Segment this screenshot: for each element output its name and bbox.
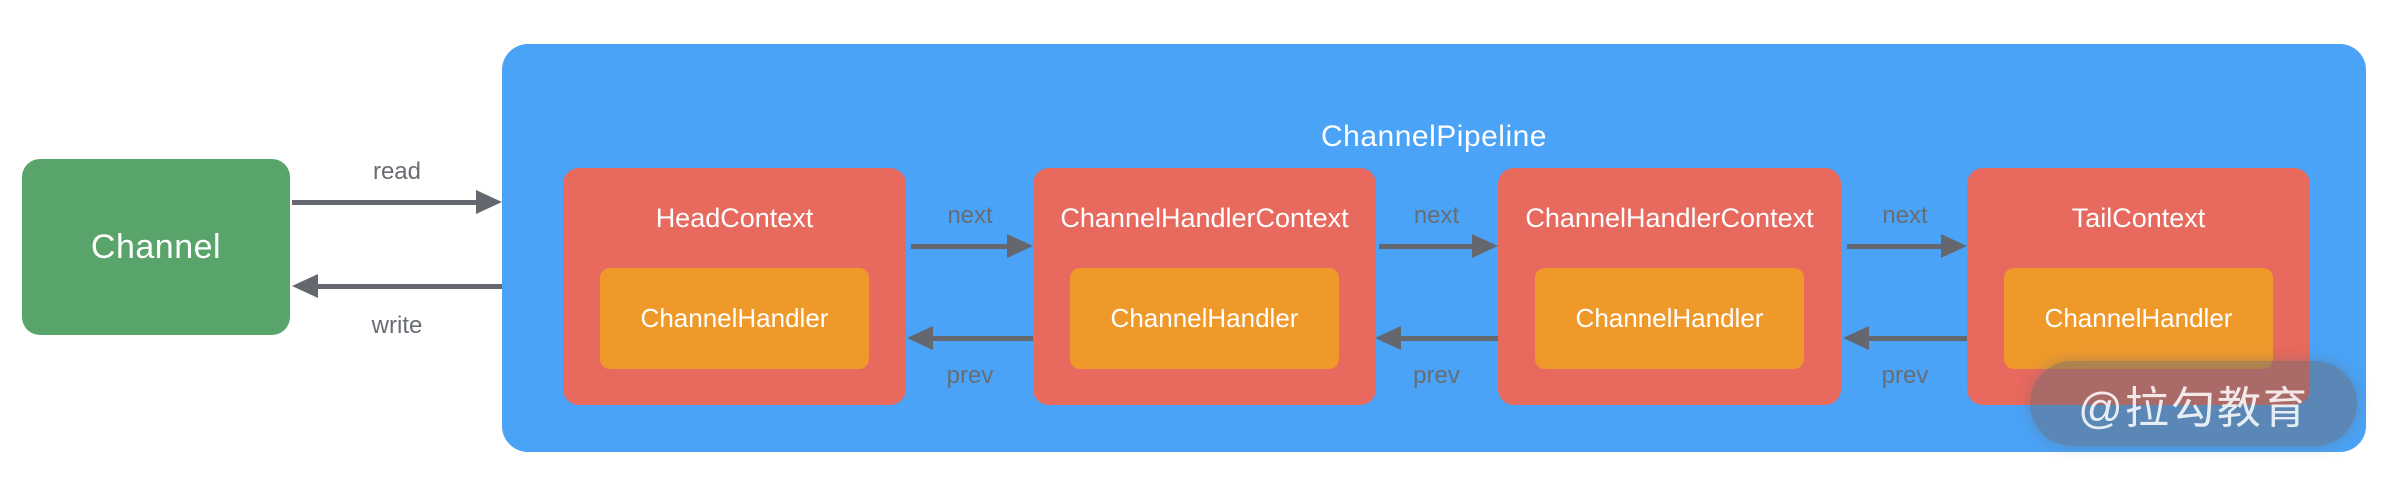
prev-label: prev — [1881, 362, 1929, 389]
prev-label: prev — [946, 362, 994, 389]
prev-arrow-line — [933, 336, 1033, 341]
prev-arrow-line — [1869, 336, 1967, 341]
channel-handler-node: ChannelHandler — [1070, 268, 1339, 369]
read-arrow-head-icon — [476, 190, 502, 214]
context-title: ChannelHandlerContext — [1525, 202, 1814, 233]
watermark-badge: @拉勾教育 — [2030, 361, 2357, 446]
channel-label: Channel — [90, 227, 222, 266]
next-label: next — [947, 202, 993, 229]
next-arrow-head-icon — [1941, 234, 1967, 258]
next-label: next — [1413, 202, 1460, 229]
channel-handler-node: ChannelHandler — [2004, 268, 2273, 369]
channel-handler-node: ChannelHandler — [1535, 268, 1804, 369]
write-label: write — [371, 312, 423, 339]
channel-node: Channel — [22, 159, 290, 335]
channel-handler-node: ChannelHandler — [600, 268, 869, 369]
pipeline-title: ChannelPipeline — [1321, 120, 1547, 153]
prev-arrow-line — [1401, 336, 1498, 341]
next-arrow-line — [911, 244, 1007, 249]
next-label: next — [1882, 202, 1928, 229]
context-node-handler-1: ChannelHandlerContext ChannelHandler — [1033, 168, 1376, 405]
prev-arrow-head-icon — [907, 326, 933, 350]
prev-arrow-head-icon — [1843, 326, 1869, 350]
read-label: read — [372, 158, 422, 185]
next-arrow-head-icon — [1472, 234, 1498, 258]
next-arrow-head-icon — [1007, 234, 1033, 258]
write-arrow-line — [318, 284, 502, 289]
context-title: TailContext — [2071, 202, 2206, 233]
next-arrow-line — [1847, 244, 1941, 249]
context-node-head: HeadContext ChannelHandler — [563, 168, 906, 405]
read-arrow-line — [292, 200, 478, 205]
context-title: HeadContext — [655, 202, 814, 233]
context-node-handler-2: ChannelHandlerContext ChannelHandler — [1498, 168, 1841, 405]
write-arrow-head-icon — [292, 274, 318, 298]
watermark-text: @拉勾教育 — [2078, 383, 2309, 433]
prev-label: prev — [1413, 362, 1460, 389]
next-arrow-line — [1379, 244, 1472, 249]
prev-arrow-head-icon — [1375, 326, 1401, 350]
context-title: ChannelHandlerContext — [1060, 202, 1349, 233]
channel-pipeline-container: ChannelPipeline HeadContext ChannelHandl… — [502, 44, 2366, 452]
